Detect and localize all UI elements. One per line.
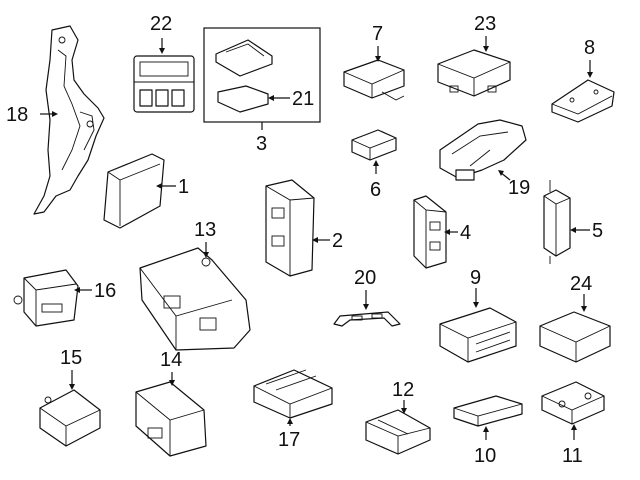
callout-19: 19 xyxy=(508,177,530,199)
part-12-connector xyxy=(365,409,431,455)
part-22-module xyxy=(133,55,195,113)
part-13-fusebox xyxy=(139,247,251,351)
part-4-module xyxy=(413,195,447,269)
callout-14: 14 xyxy=(160,349,182,371)
part-11-module xyxy=(541,381,605,425)
callout-11: 11 xyxy=(562,445,583,467)
part-20-bracket xyxy=(333,311,401,327)
callout-5: 5 xyxy=(592,220,603,242)
callout-15: 15 xyxy=(60,347,82,369)
callout-18: 18 xyxy=(6,104,28,126)
callout-17: 17 xyxy=(278,429,300,451)
callout-20: 20 xyxy=(354,267,376,289)
callout-6: 6 xyxy=(370,179,381,201)
callout-23: 23 xyxy=(474,13,496,35)
callout-1: 1 xyxy=(178,176,189,198)
callout-13: 13 xyxy=(194,219,216,241)
part-7-module xyxy=(343,59,405,101)
part-19-bracket xyxy=(439,119,527,181)
callout-10: 10 xyxy=(474,445,496,467)
callout-3: 3 xyxy=(256,133,267,155)
callout-9: 9 xyxy=(470,267,481,289)
part-18-bracket xyxy=(33,25,105,215)
part-3-assembly xyxy=(215,39,273,113)
part-16-module xyxy=(13,269,79,327)
callout-4: 4 xyxy=(460,222,471,244)
part-24-cover xyxy=(539,311,611,363)
callout-8: 8 xyxy=(584,37,595,59)
callout-22: 22 xyxy=(150,13,172,35)
part-1-ecu xyxy=(103,153,165,229)
part-2-module xyxy=(265,179,315,277)
part-5-module xyxy=(543,180,571,264)
part-14-ecu xyxy=(135,381,207,457)
part-6-connector xyxy=(351,129,397,161)
part-10-module xyxy=(453,395,523,427)
callout-12: 12 xyxy=(392,379,414,401)
part-23-module xyxy=(437,49,511,97)
callout-2: 2 xyxy=(332,230,343,252)
callout-7: 7 xyxy=(372,23,383,45)
part-9-module xyxy=(439,307,517,363)
callout-21: 21 xyxy=(292,88,314,110)
callout-16: 16 xyxy=(94,280,116,302)
part-8-module xyxy=(551,79,615,123)
part-15-module xyxy=(39,389,101,447)
part-17-module xyxy=(253,369,333,419)
callout-24: 24 xyxy=(570,273,592,295)
